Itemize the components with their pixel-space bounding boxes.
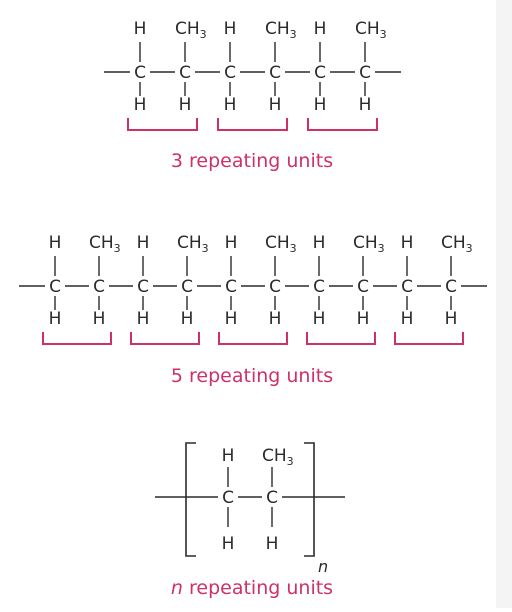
hydrogen-atom: H	[401, 309, 414, 329]
methyl-subscript: 3	[466, 242, 473, 255]
methyl-group: CH3	[265, 19, 297, 41]
carbon-atom: C	[179, 63, 191, 83]
hydrogen-atom: H	[222, 534, 235, 554]
repeat-unit-bracket	[130, 332, 200, 345]
left-square-bracket	[185, 442, 196, 557]
repeat-unit-bracket	[307, 118, 378, 131]
methyl-subscript: 3	[200, 28, 207, 41]
carbon-atom: C	[445, 277, 457, 297]
hydrogen-atom: H	[445, 309, 458, 329]
caption-five-units: 5 repeating units	[171, 365, 333, 387]
carbon-atom: C	[313, 277, 325, 297]
repeat-unit-bracket	[42, 332, 112, 345]
hydrogen-atom: H	[313, 309, 326, 329]
methyl-subscript: 3	[202, 242, 209, 255]
carbon-atom: C	[93, 277, 105, 297]
methyl-label: CH	[262, 446, 287, 466]
repeat-unit-bracket	[217, 118, 288, 131]
carbon-atom: C	[134, 63, 146, 83]
repeat-unit-bracket	[127, 118, 198, 131]
hydrogen-atom: H	[225, 309, 238, 329]
methyl-group: CH3	[175, 19, 207, 41]
hydrogen-atom: H	[313, 233, 326, 253]
right-square-bracket	[304, 442, 315, 557]
carbon-atom: C	[224, 63, 236, 83]
caption-n-rest: repeating units	[183, 577, 333, 599]
hydrogen-atom: H	[93, 309, 106, 329]
hydrogen-atom: H	[222, 446, 235, 466]
methyl-label: CH	[177, 233, 202, 253]
methyl-subscript: 3	[380, 28, 387, 41]
methyl-label: CH	[355, 19, 380, 39]
hydrogen-atom: H	[314, 95, 327, 115]
methyl-subscript: 3	[290, 28, 297, 41]
repeat-count-subscript: n	[318, 557, 328, 576]
carbon-atom: C	[49, 277, 61, 297]
methyl-subscript: 3	[287, 455, 294, 468]
caption-n-units: n repeating units	[171, 577, 333, 599]
repeat-unit-bracket	[218, 332, 288, 345]
hydrogen-atom: H	[179, 95, 192, 115]
hydrogen-atom: H	[137, 233, 150, 253]
hydrogen-atom: H	[225, 233, 238, 253]
hydrogen-atom: H	[134, 19, 147, 39]
carbon-atom: C	[222, 488, 234, 508]
carbon-atom: C	[314, 63, 326, 83]
methyl-label: CH	[353, 233, 378, 253]
methyl-subscript: 3	[378, 242, 385, 255]
methyl-group: CH3	[353, 233, 385, 255]
hydrogen-atom: H	[134, 95, 147, 115]
methyl-group: CH3	[265, 233, 297, 255]
carbon-atom: C	[266, 488, 278, 508]
carbon-atom: C	[181, 277, 193, 297]
carbon-atom: C	[359, 63, 371, 83]
methyl-subscript: 3	[290, 242, 297, 255]
hydrogen-atom: H	[181, 309, 194, 329]
carbon-atom: C	[269, 63, 281, 83]
methyl-label: CH	[265, 19, 290, 39]
methyl-group: CH3	[441, 233, 473, 255]
carbon-atom: C	[137, 277, 149, 297]
hydrogen-atom: H	[269, 95, 282, 115]
hydrogen-atom: H	[314, 19, 327, 39]
methyl-group: CH3	[355, 19, 387, 41]
methyl-label: CH	[441, 233, 466, 253]
hydrogen-atom: H	[137, 309, 150, 329]
caption-three-units: 3 repeating units	[171, 150, 333, 172]
hydrogen-atom: H	[49, 309, 62, 329]
hydrogen-atom: H	[357, 309, 370, 329]
carbon-atom: C	[225, 277, 237, 297]
hydrogen-atom: H	[224, 19, 237, 39]
hydrogen-atom: H	[49, 233, 62, 253]
methyl-group: CH3	[89, 233, 121, 255]
repeat-unit-bracket	[394, 332, 464, 345]
hydrogen-atom: H	[269, 309, 282, 329]
carbon-atom: C	[269, 277, 281, 297]
hydrogen-atom: H	[401, 233, 414, 253]
hydrogen-atom: H	[359, 95, 372, 115]
scrollbar-track	[496, 0, 512, 608]
methyl-label: CH	[89, 233, 114, 253]
repeat-unit-bracket	[306, 332, 376, 345]
caption-n-variable: n	[171, 577, 183, 599]
carbon-atom: C	[357, 277, 369, 297]
methyl-subscript: 3	[114, 242, 121, 255]
methyl-label: CH	[265, 233, 290, 253]
hydrogen-atom: H	[266, 534, 279, 554]
methyl-group: CH3	[262, 446, 294, 468]
methyl-group: CH3	[177, 233, 209, 255]
carbon-atom: C	[401, 277, 413, 297]
hydrogen-atom: H	[224, 95, 237, 115]
methyl-label: CH	[175, 19, 200, 39]
